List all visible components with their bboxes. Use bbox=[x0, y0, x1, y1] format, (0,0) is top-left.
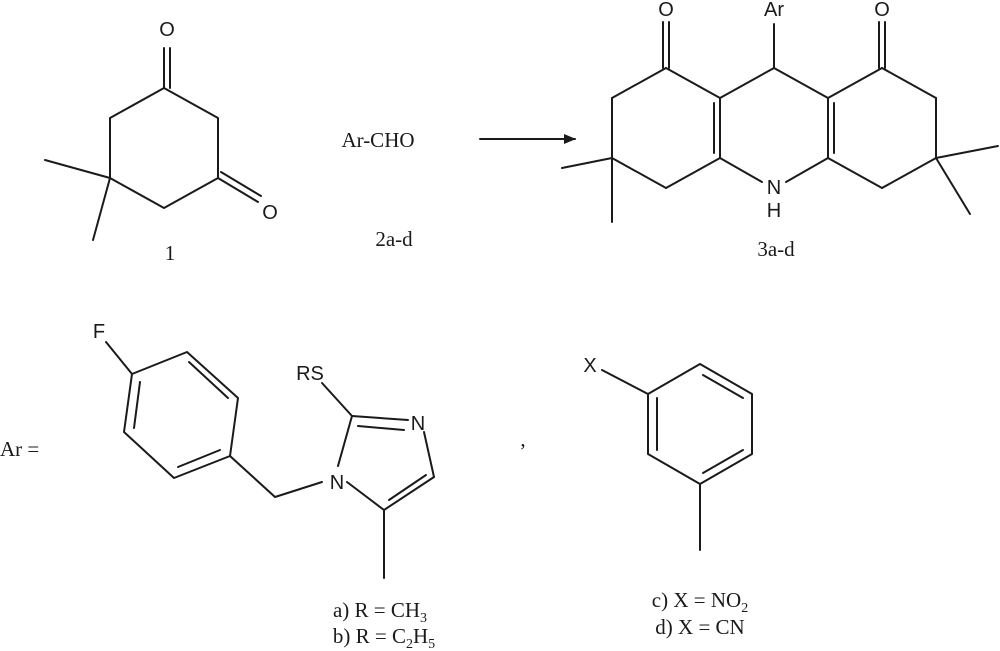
imidazole-bond bbox=[423, 431, 435, 478]
compound-1-structure: O O bbox=[44, 19, 278, 241]
ring-bond bbox=[773, 67, 829, 99]
methyl-bond bbox=[561, 157, 613, 169]
thioether-bond bbox=[321, 382, 353, 417]
nitrogen-atom: N bbox=[767, 177, 781, 199]
aromatic-double-bond bbox=[702, 374, 744, 399]
ring-bond bbox=[665, 157, 721, 189]
compound-3-label: 3a-d bbox=[757, 237, 795, 261]
imidazole-bond bbox=[346, 481, 385, 511]
fluorine-bond bbox=[105, 341, 133, 375]
methyl-bond bbox=[92, 177, 111, 241]
meta-phenyl-structure: X bbox=[583, 355, 753, 551]
separator-comma: , bbox=[520, 427, 525, 451]
nitrogen-atom: N bbox=[330, 472, 344, 494]
ring-bond bbox=[719, 157, 763, 183]
dimedone-ring bbox=[109, 87, 219, 209]
aryl-substituent-label: Ar bbox=[764, 0, 784, 21]
variant-c-label: c) X = NO2 bbox=[652, 588, 748, 616]
imidazole-bond bbox=[351, 415, 409, 421]
aromatic-double-bond bbox=[177, 449, 221, 468]
nitrogen-atom: N bbox=[411, 413, 425, 435]
variant-d-label: d) X = CN bbox=[655, 615, 744, 639]
methyl-bond bbox=[935, 157, 971, 215]
compound-1-label: 1 bbox=[165, 241, 176, 265]
variant-b-label: b) R = C2H5 bbox=[333, 624, 435, 651]
variant-a-label: a) R = CH3 bbox=[333, 598, 427, 626]
hydrogen-atom: H bbox=[767, 200, 781, 222]
ring-bond bbox=[611, 67, 667, 99]
fluorobenzyl-imidazole-structure: F RS N N bbox=[93, 321, 435, 579]
compound-2-label: 2a-d bbox=[375, 227, 413, 251]
ring-bond bbox=[827, 157, 883, 189]
ring-bond bbox=[611, 157, 667, 189]
imidazole-bond bbox=[337, 415, 353, 467]
ring-bond bbox=[719, 67, 775, 99]
ring-bond bbox=[665, 67, 721, 99]
reagent-aldehyde: Ar-CHO bbox=[341, 128, 414, 152]
aromatic-double-bond bbox=[702, 449, 744, 474]
imidazole-double-bond bbox=[388, 474, 427, 501]
oxygen-atom: O bbox=[874, 0, 890, 21]
carbonyl-bond-right bbox=[217, 177, 259, 203]
aromatic-double-bond bbox=[133, 381, 141, 429]
benzyl-bond bbox=[229, 455, 276, 498]
ring-bond bbox=[785, 157, 829, 183]
carbonyl-bond-right-2 bbox=[220, 171, 262, 197]
benzyl-bond bbox=[274, 481, 323, 498]
aromatic-double-bond bbox=[188, 361, 229, 399]
substituent-bond bbox=[601, 369, 649, 395]
fluorophenyl-ring bbox=[123, 351, 239, 479]
ar-definition-label: Ar = bbox=[0, 437, 39, 461]
thioether-label: RS bbox=[296, 363, 324, 385]
ring-bond bbox=[881, 67, 937, 99]
methyl-bond bbox=[44, 159, 111, 179]
oxygen-atom: O bbox=[658, 0, 674, 21]
imidazole-bond bbox=[383, 476, 435, 511]
methyl-bond bbox=[935, 145, 999, 159]
oxygen-atom: O bbox=[262, 202, 278, 224]
ring-bond bbox=[881, 157, 937, 189]
compound-3-structure: O O Ar N H bbox=[561, 0, 999, 223]
ring-bond bbox=[827, 67, 883, 99]
substituent-x-label: X bbox=[583, 355, 596, 377]
imidazole-double-bond bbox=[357, 425, 405, 431]
oxygen-atom: O bbox=[159, 19, 175, 41]
phenyl-ring bbox=[647, 363, 753, 485]
fluorine-atom: F bbox=[93, 321, 105, 343]
